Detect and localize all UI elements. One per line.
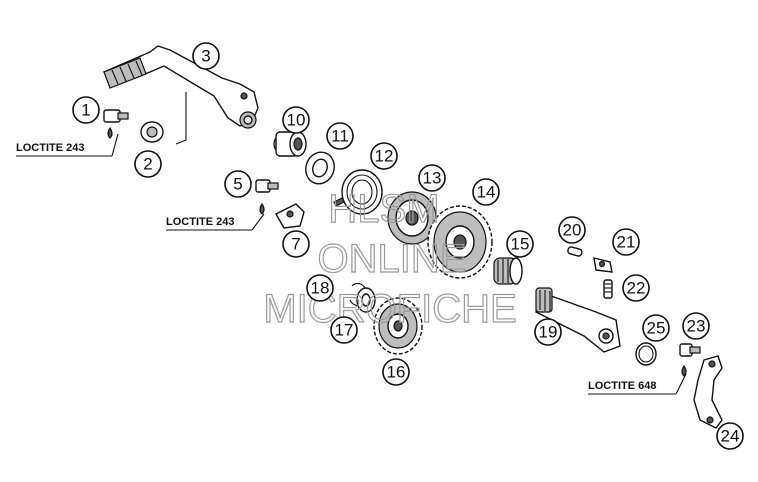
callout-5-label: 5 — [233, 175, 242, 194]
callout-24: 24 — [716, 422, 744, 450]
callout-1: 1 — [72, 96, 100, 124]
pin-20-part — [567, 246, 583, 257]
watermark: HLSM ONLINE MICROFICHE — [263, 186, 518, 331]
loctite-labels: LOCTITE 243 LOCTITE 243 LOCTITE 648 — [16, 142, 656, 392]
washer-11-part — [305, 151, 335, 185]
callout-13-label: 13 — [423, 169, 442, 188]
watermark-line-1: HLSM — [328, 187, 439, 231]
callout-21: 21 — [612, 228, 640, 256]
callout-10: 10 — [282, 106, 310, 134]
bushing-10-part — [273, 131, 307, 157]
callout-13: 13 — [418, 164, 446, 192]
callout-11: 11 — [326, 122, 354, 150]
callout-14: 14 — [472, 178, 500, 206]
bolt-5-part — [255, 179, 279, 215]
spring-12-part — [333, 169, 383, 215]
spring-22-part — [603, 279, 613, 299]
callout-15-label: 15 — [511, 235, 530, 254]
loctite-label-c: LOCTITE 648 — [588, 380, 656, 392]
callout-19: 19 — [534, 318, 562, 346]
callout-22: 22 — [622, 274, 650, 302]
callout-1-label: 1 — [81, 101, 90, 120]
gear-16-part — [373, 297, 423, 355]
pawl-21-part — [593, 257, 613, 273]
callout-20-label: 20 — [563, 221, 582, 240]
callout-22-label: 22 — [627, 279, 646, 298]
callout-11-label: 11 — [331, 127, 349, 146]
callout-21-label: 21 — [617, 233, 636, 252]
guide-plate-24-part — [693, 355, 723, 429]
callout-20: 20 — [558, 216, 586, 244]
kick-lever-part — [103, 45, 259, 145]
callout-18-label: 18 — [311, 279, 330, 298]
callout-17-label: 17 — [335, 321, 354, 340]
callout-23-label: 23 — [687, 317, 706, 336]
gear-14-part — [427, 205, 493, 279]
callout-7: 7 — [282, 230, 310, 258]
kick-shaft-19-part — [535, 287, 621, 353]
loctite-label-b: LOCTITE 243 — [166, 216, 234, 228]
callout-10-label: 10 — [287, 111, 306, 130]
callout-15: 15 — [506, 230, 534, 258]
callout-25-label: 25 — [647, 319, 666, 338]
washer-2-part — [140, 121, 164, 143]
washer-17-part — [356, 287, 376, 313]
callout-16: 16 — [382, 358, 410, 386]
callout-7-label: 7 — [291, 235, 300, 254]
callout-2: 2 — [134, 150, 162, 178]
watermark-line-3: MICROFICHE — [263, 287, 516, 331]
callout-18: 18 — [306, 274, 334, 302]
callout-24-label: 24 — [721, 427, 740, 446]
callout-14-label: 14 — [477, 183, 496, 202]
bolt-1-part — [103, 109, 129, 139]
callout-12: 12 — [370, 142, 398, 170]
callout-12-label: 12 — [375, 147, 394, 166]
oring-25-part — [635, 342, 657, 366]
callout-17: 17 — [330, 316, 358, 344]
leader-lines — [16, 133, 687, 395]
clip-7-part — [275, 203, 305, 229]
needle-bearing-15-part — [493, 257, 523, 285]
callout-25: 25 — [642, 314, 670, 342]
callout-2-label: 2 — [143, 155, 152, 174]
callout-3-label: 3 — [201, 47, 210, 66]
bolt-23-part — [679, 343, 701, 377]
callout-3: 3 — [192, 42, 220, 70]
callout-5: 5 — [224, 170, 252, 198]
loctite-label-a: LOCTITE 243 — [16, 142, 84, 154]
callout-19-label: 19 — [539, 323, 558, 342]
callout-23: 23 — [682, 312, 710, 340]
callout-16-label: 16 — [387, 363, 406, 382]
watermark-line-2: ONLINE — [318, 237, 467, 281]
